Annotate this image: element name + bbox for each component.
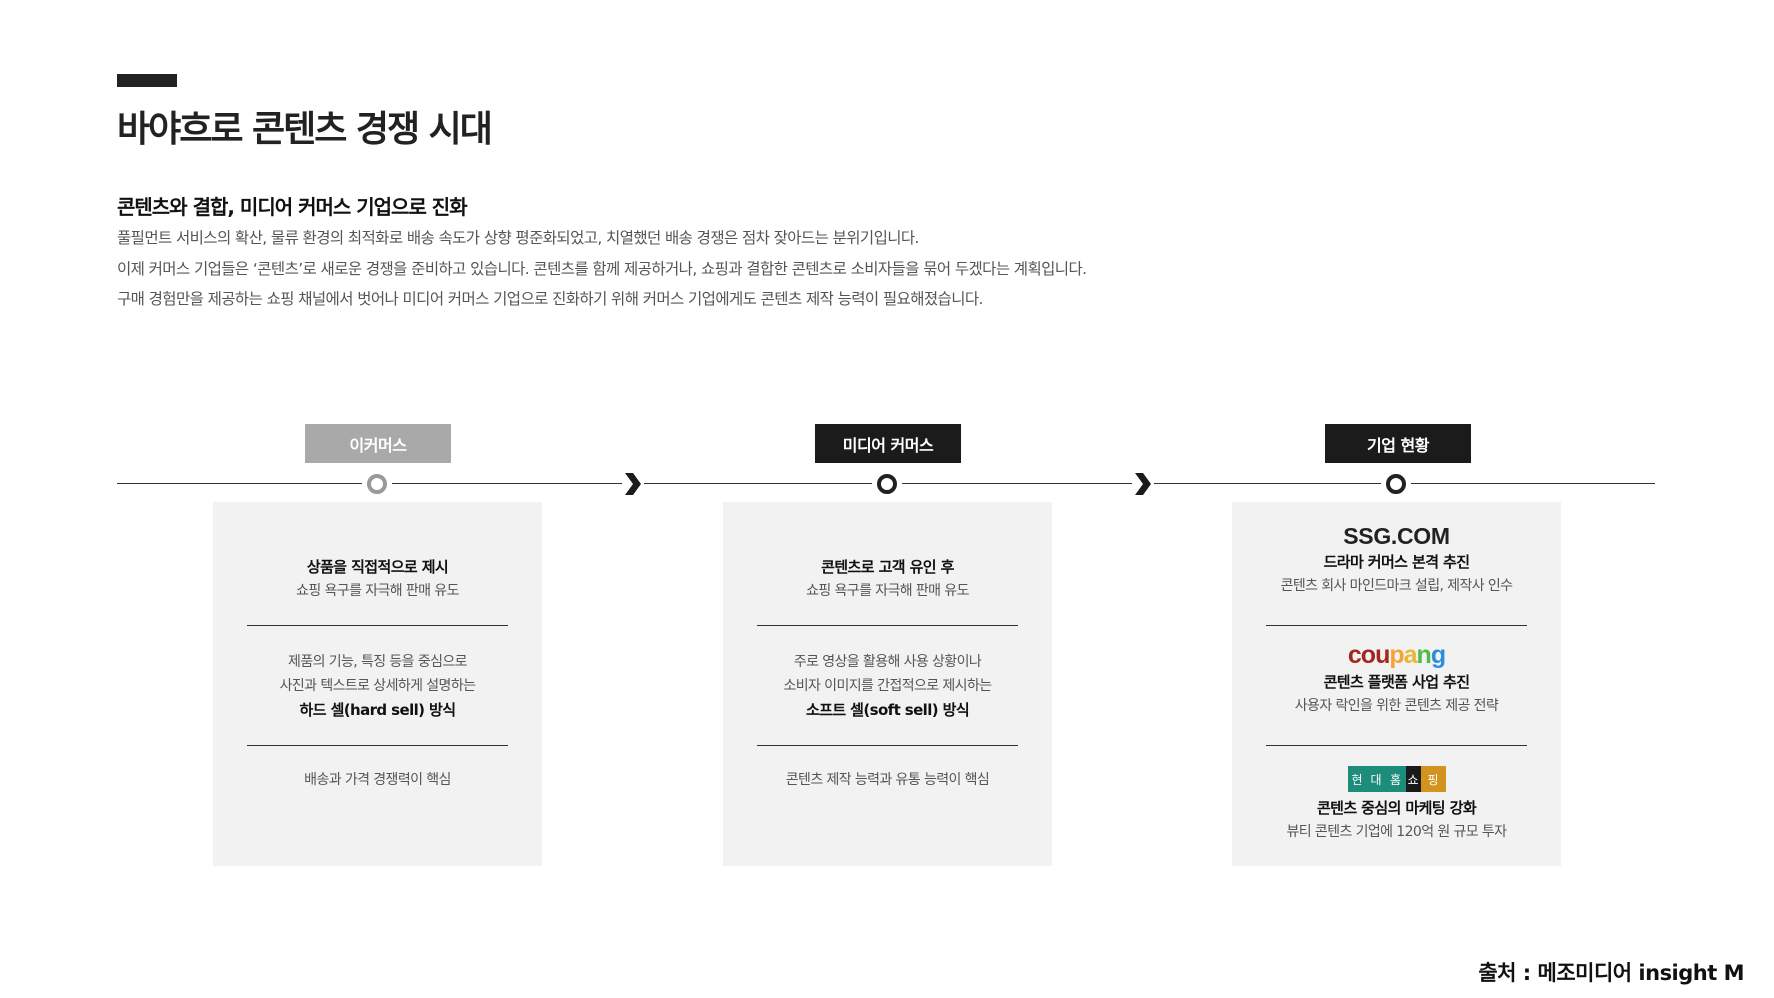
timeline-node-icon (363, 470, 391, 498)
logo-letter: n (1416, 641, 1432, 669)
card-text: 콘텐츠 회사 마인드마크 설립, 제작사 인수 (1280, 578, 1513, 594)
divider (247, 625, 508, 626)
logo-letter: 쇼 (1405, 766, 1421, 792)
tag-ecommerce: 이커머스 (305, 424, 451, 463)
tag-media-commerce: 미디어 커머스 (815, 424, 961, 463)
description-line: 구매 경험만을 제공하는 쇼핑 채널에서 벗어나 미디어 커머스 기업으로 진화… (117, 290, 983, 308)
card-heading: 소프트 셀(soft sell) 방식 (805, 701, 970, 719)
description-line: 풀필먼트 서비스의 확산, 물류 환경의 최적화로 배송 속도가 상향 평준화되… (117, 229, 919, 247)
logo-letter: a (1403, 641, 1418, 669)
card-ecommerce: 상품을 직접적으로 제시 쇼핑 욕구를 자극해 판매 유도 제품의 기능, 특징… (213, 502, 542, 866)
title-accent-bar (117, 74, 177, 87)
logo-letter: g (1430, 641, 1446, 669)
card-media-commerce: 콘텐츠로 고객 유인 후 쇼핑 욕구를 자극해 판매 유도 주로 영상을 활용해… (723, 502, 1052, 866)
divider (757, 625, 1018, 626)
card-text: 소비자 이미지를 간접적으로 제시하는 (783, 678, 992, 694)
page-title: 바야흐로 콘텐츠 경쟁 시대 (117, 109, 493, 150)
timeline-node-icon (873, 470, 901, 498)
card-text: 배송과 가격 경쟁력이 핵심 (304, 772, 451, 788)
logo-letter: 대 (1366, 766, 1386, 792)
logo-letter: c (1347, 641, 1362, 669)
logo-letter: 홈 (1385, 766, 1406, 792)
source-caption: 출처 : 메조미디어 insight M (1478, 961, 1744, 985)
card-heading: 하드 셀(hard sell) 방식 (299, 701, 457, 719)
card-text: 사용자 락인을 위한 콘텐츠 제공 전략 (1294, 698, 1499, 714)
description-line: 이제 커머스 기업들은 ‘콘텐츠’로 새로운 경쟁을 준비하고 있습니다. 콘텐… (117, 260, 1087, 278)
logo-letter: o (1360, 641, 1376, 669)
card-heading: 콘텐츠로 고객 유인 후 (821, 558, 954, 576)
card-text: 제품의 기능, 특징 등을 중심으로 (288, 654, 467, 670)
divider (1266, 625, 1527, 626)
card-heading: 드라마 커머스 본격 추진 (1323, 553, 1470, 571)
logo-letter: u (1375, 641, 1390, 669)
section-subtitle: 콘텐츠와 결합, 미디어 커머스 기업으로 진화 (117, 195, 468, 219)
chevron-right-icon (622, 470, 644, 498)
divider (1266, 745, 1527, 746)
ssg-logo: SSG.COM (1343, 523, 1450, 549)
coupang-logo: coupang (1232, 640, 1561, 670)
card-text: 쇼핑 욕구를 자극해 판매 유도 (296, 583, 459, 599)
card-heading: 콘텐츠 플랫폼 사업 추진 (1323, 673, 1470, 691)
card-heading: 콘텐츠 중심의 마케팅 강화 (1316, 799, 1477, 817)
divider (757, 745, 1018, 746)
card-text: 콘텐츠 제작 능력과 유통 능력이 핵심 (785, 772, 990, 788)
card-company-status: SSG.COM 드라마 커머스 본격 추진 콘텐츠 회사 마인드마크 설립, 제… (1232, 502, 1561, 866)
logo-letter: 핑 (1420, 766, 1446, 792)
card-text: 뷰티 콘텐츠 기업에 120억 원 규모 투자 (1286, 824, 1508, 840)
logo-letter: 현 (1347, 766, 1367, 792)
chevron-right-icon (1132, 470, 1154, 498)
card-text: 쇼핑 욕구를 자극해 판매 유도 (806, 583, 969, 599)
divider (247, 745, 508, 746)
card-heading: 상품을 직접적으로 제시 (306, 558, 449, 576)
tag-company-status: 기업 현황 (1325, 424, 1471, 463)
card-text: 주로 영상을 활용해 사용 상황이나 (793, 654, 982, 670)
card-text: 사진과 텍스트로 상세하게 설명하는 (279, 678, 476, 694)
timeline-node-icon (1382, 470, 1410, 498)
logo-letter: p (1389, 641, 1404, 669)
